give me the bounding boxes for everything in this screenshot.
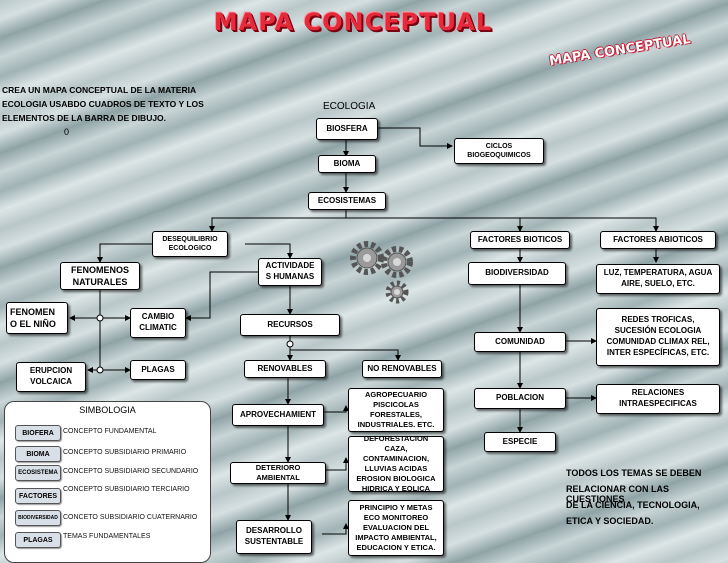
node-ciclos-biogeoquimicos: CICLOS BIOGEOQUIMICOS xyxy=(454,138,544,164)
node-desarrollo-sustentable: DESARROLLO SUSTENTABLE xyxy=(236,520,312,554)
node-actividades-humanas: ACTIVIDADE S HUMANAS xyxy=(258,258,322,286)
legend-chip-fundamental: BIOFERA xyxy=(15,425,61,441)
node-comunidad: COMUNIDAD xyxy=(474,332,566,352)
note-line-4: ETICA Y SOCIEDAD. xyxy=(566,516,654,526)
note-line-3: DE LA CIENCIA, TECNOLOGIA, xyxy=(566,500,700,510)
node-recursos: RECURSOS xyxy=(240,314,340,336)
node-no-renovables: NO RENOVABLES xyxy=(362,360,442,378)
node-especie: ESPECIE xyxy=(484,432,556,452)
node-principio: PRINCIPIO Y METAS ECO MONITOREO EVALUACI… xyxy=(348,500,444,556)
node-desequilibrio-ecologico: DESEQUILIBRIO ECOLOGICO xyxy=(152,231,228,257)
node-deterioro-ambiental: DETERIORO AMBIENTAL xyxy=(230,462,326,484)
node-fenomeno-el-nino: FENOMEN O EL NIÑO xyxy=(6,302,68,334)
note-line-1: TODOS LOS TEMAS SE DEBEN xyxy=(566,468,702,478)
note-line-2: RELACIONAR CON LAS CUESTIONES xyxy=(566,484,669,504)
legend-title: SIMBOLOGIA xyxy=(79,405,136,415)
node-fenomenos-naturales: FENOMENOS NATURALES xyxy=(60,262,140,290)
instruction-line-3: ELEMENTOS DE LA BARRA DE DIBUJO. xyxy=(2,113,167,123)
legend-desc-secundario: CONCEPTO SUBSIDIARIO SECUNDARIO xyxy=(63,468,199,475)
node-luz-temperatura: LUZ, TEMPERATURA, AGUA AIRE, SUELO, ETC. xyxy=(596,264,720,294)
node-ecologia: ECOLOGIA xyxy=(323,101,376,112)
node-plagas: PLAGAS xyxy=(130,360,186,380)
legend-chip-secundario: ECOSISTEMA xyxy=(15,465,61,481)
node-redes-troficas: REDES TROFICAS, SUCESIÓN ECOLOGIA COMUNI… xyxy=(596,308,720,366)
node-factores-abioticos: FACTORES ABIOTICOS xyxy=(600,231,716,249)
node-relaciones-intraespecificas: RELACIONES INTRAESPECIFICAS xyxy=(596,384,720,414)
legend-chip-temas: PLAGAS xyxy=(15,532,61,548)
legend-desc-terciario: CONCEPTO SUBSIDIARIO TERCIARIO xyxy=(63,486,190,493)
gears-icon xyxy=(350,241,413,304)
node-ecosistemas: ECOSISTEMAS xyxy=(308,192,386,210)
node-aprovechamiento: APROVECHAMIENT xyxy=(232,404,324,426)
node-factores-bioticos: FACTORES BIOTICOS xyxy=(470,231,570,249)
node-biosfera: BIOSFERA xyxy=(316,118,378,140)
node-cambio-climatic: CAMBIO CLIMATIC xyxy=(130,308,186,338)
legend-chip-primario: BIOMA xyxy=(15,446,61,462)
legend-desc-primario: CONCEPTO SUBSIDIARIO PRIMARIO xyxy=(63,449,187,456)
legend-desc-temas: TEMAS FUNDAMENTALES xyxy=(63,533,151,540)
legend-desc-fundamental: CONCEPTO FUNDAMENTAL xyxy=(63,428,157,435)
node-poblacion: POBLACION xyxy=(474,388,566,409)
instruction-line-2: ECOLOGIA USABDO CUADROS DE TEXTO Y LOS xyxy=(2,99,204,109)
node-bioma: BIOMA xyxy=(318,155,376,173)
instruction-line-1: CREA UN MAPA CONCEPTUAL DE LA MATERIA xyxy=(2,85,197,95)
node-biodiversidad: BIODIVERSIDAD xyxy=(468,262,566,285)
node-deforestacion: DEFORESTACION CAZA, CONTAMINACION, LLUVI… xyxy=(348,434,444,493)
legend-chip-terciario: FACTORES xyxy=(15,488,61,504)
node-renovables: RENOVABLES xyxy=(244,360,326,378)
legend-desc-cuaternario: CONCETO SUBSIDIARIO CUATERNARIO xyxy=(63,514,198,521)
legend-panel: SIMBOLOGIA BIOFERA CONCEPTO FUNDAMENTAL … xyxy=(4,401,211,563)
legend-chip-cuaternario: BIODIVERSIDAD xyxy=(15,510,61,526)
instruction-zero: 0 xyxy=(64,127,70,137)
node-agropecuario: AGROPECUARIO PISCICOLAS FORESTALES, INDU… xyxy=(348,388,444,432)
main-title: MAPA CONCEPTUAL xyxy=(213,8,493,36)
node-erupcion-volcaica: ERUPCION VOLCAICA xyxy=(16,362,86,392)
